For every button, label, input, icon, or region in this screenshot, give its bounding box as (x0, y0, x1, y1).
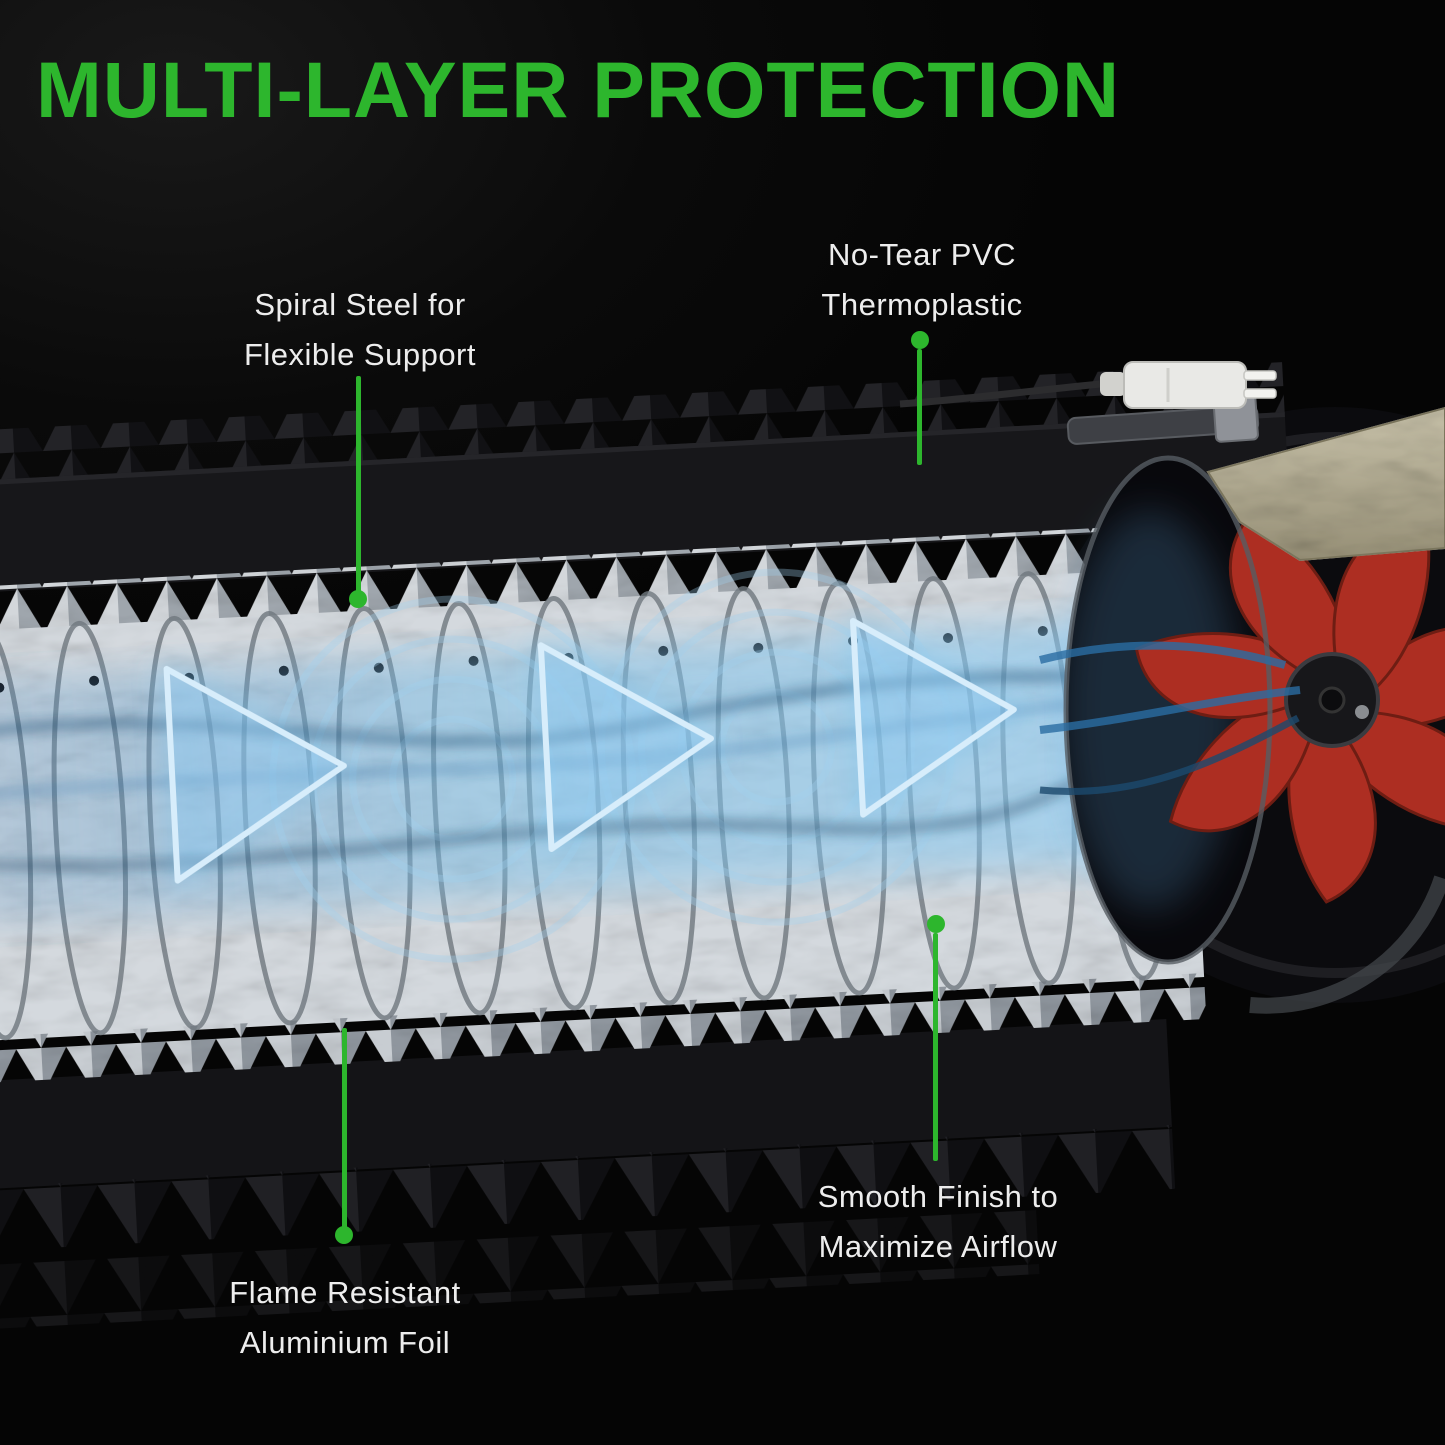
fan-hub (1284, 652, 1380, 748)
callout-spiral-steel-dot (349, 590, 367, 608)
callout-smooth-finish-dot (927, 915, 945, 933)
callout-foil-label: Flame Resistant Aluminium Foil (229, 1275, 461, 1360)
mounting-bracket (1206, 406, 1445, 562)
power-cable (899, 380, 1101, 408)
callout-smooth-finish-line (933, 933, 938, 1161)
callout-pvc-label: No-Tear PVC Thermoplastic (821, 237, 1023, 322)
airflow-into-fan (1039, 641, 1301, 796)
power-plug (1100, 361, 1277, 409)
motor-mount-arc (1249, 875, 1445, 1014)
callout-smooth-finish-label: Smooth Finish to Maximize Airflow (817, 1179, 1059, 1264)
page-title: MULTI-LAYER PROTECTION (36, 45, 1121, 134)
airflow-arrow-left (163, 665, 347, 884)
duct-outer-layer (0, 362, 1291, 1334)
callout-foil-line (342, 1028, 347, 1228)
opening-rim (1063, 455, 1273, 965)
airflow-arrow-middle (537, 642, 714, 852)
callout-spiral-steel-label: Spiral Steel for Flexible Support (243, 287, 476, 372)
callout-pvc-dot (911, 331, 929, 349)
duct-body (0, 362, 1291, 1334)
airflow-arrow-right (849, 617, 1017, 818)
callout-spiral-steel-line (356, 376, 361, 596)
callout-pvc-line (917, 349, 922, 465)
callout-foil-dot (335, 1226, 353, 1244)
